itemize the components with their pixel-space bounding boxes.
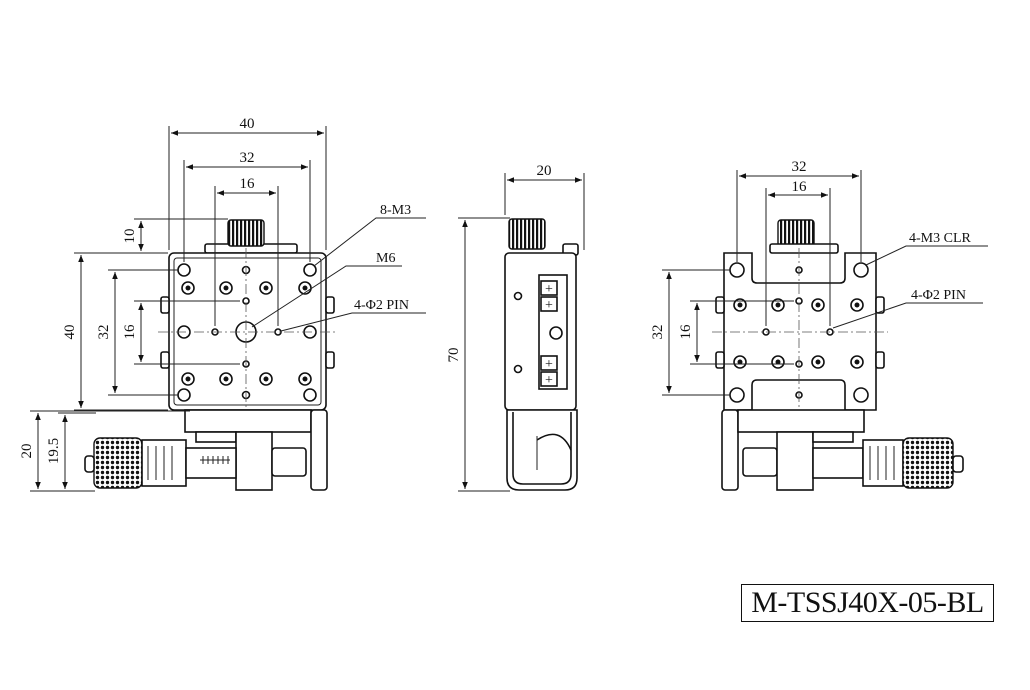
dim-mic-19-5: 19.5 <box>46 438 62 464</box>
svg-text:+: + <box>545 357 553 372</box>
callout-front-pin: 4-Φ2 PIN <box>354 298 409 313</box>
rear-dimensions: 32 16 32 16 4-M3 CLR 4-Φ2 PIN <box>650 159 988 396</box>
dim-side-height-70: 70 <box>446 348 462 363</box>
dim-rear-width-16: 16 <box>792 179 808 195</box>
model-title-box: M-TSSJ40X-05-BL <box>741 584 994 622</box>
dim-width-16: 16 <box>240 176 256 192</box>
dim-height-16: 16 <box>122 324 138 340</box>
rear-view <box>712 219 964 491</box>
callout-8-m3: 8-M3 <box>380 203 411 218</box>
dim-side-width-20: 20 <box>537 163 552 179</box>
front-dimensions: 40 32 16 10 40 32 16 20 19.5 8-M3 M6 4-Φ… <box>19 116 426 492</box>
dim-knob-10: 10 <box>122 229 138 244</box>
side-dimensions: 20 70 <box>446 163 585 492</box>
dim-rear-width-32: 32 <box>792 159 807 175</box>
dim-mic-20: 20 <box>19 444 35 459</box>
side-view: + + + + <box>504 218 579 491</box>
dim-height-40: 40 <box>62 325 78 340</box>
callout-rear-pin: 4-Φ2 PIN <box>911 288 966 303</box>
dim-rear-height-16: 16 <box>678 324 694 340</box>
dim-width-40: 40 <box>240 116 255 132</box>
dim-rear-height-32: 32 <box>650 325 666 340</box>
callout-4-m3-clr: 4-M3 CLR <box>909 231 972 246</box>
svg-text:+: + <box>545 282 553 297</box>
svg-text:+: + <box>545 373 553 388</box>
svg-text:+: + <box>545 298 553 313</box>
front-view <box>84 219 336 491</box>
callout-m6: M6 <box>376 251 395 266</box>
dim-height-32: 32 <box>96 325 112 340</box>
dim-width-32: 32 <box>240 150 255 166</box>
